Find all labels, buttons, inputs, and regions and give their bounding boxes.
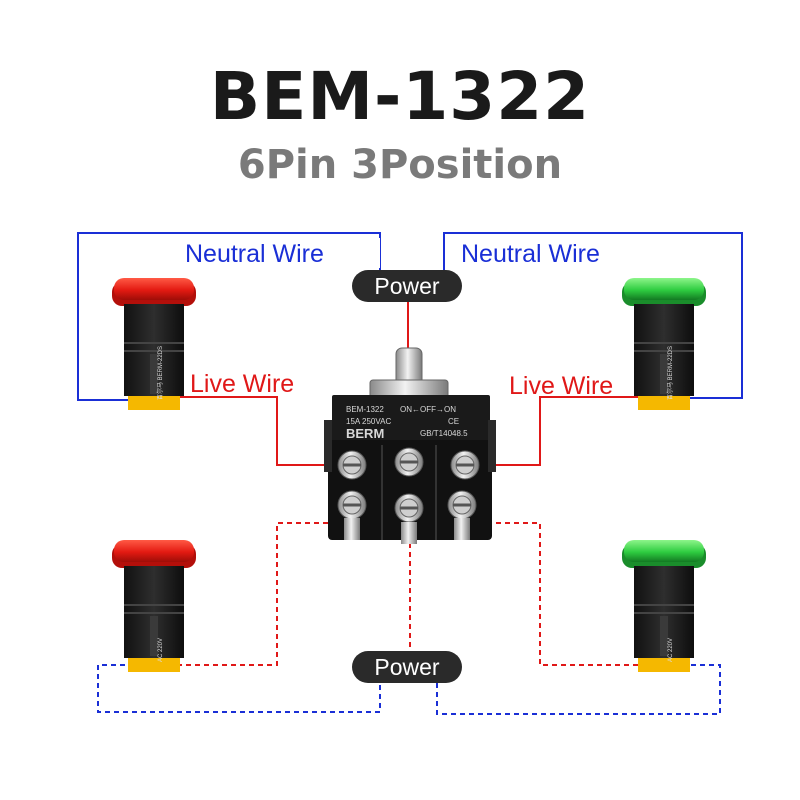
indicator-lamp-top-right: 百尔马 BERM-22DS [622, 278, 706, 410]
switch-standard-text: GB/T14048.5 [420, 429, 468, 438]
indicator-lamp-bottom-right: AC 220V [622, 540, 706, 672]
live-wire-right [465, 396, 638, 466]
live-wire-left [180, 396, 352, 466]
live-wire-bottom-right [462, 522, 638, 666]
neutral-wire-bottom-right [436, 664, 721, 715]
label-power-bottom: Power [374, 654, 440, 680]
terminal-screw-bottom-left [337, 490, 367, 520]
switch-brand-text: BERM [346, 426, 384, 441]
terminal-screw-bottom-center [394, 493, 424, 523]
terminal-screw-top-center [394, 447, 424, 477]
indicator-lamp-bottom-left: AC 220V [112, 540, 196, 672]
toggle-switch: BEM-1322 ON←OFF→ON 15A 250VAC CE BERM GB… [324, 347, 496, 544]
label-neutral-wire-left: Neutral Wire [185, 240, 324, 268]
lamp-marking-bottom-right: AC 220V [668, 638, 674, 662]
neutral-wire-right [443, 232, 743, 399]
switch-cert-text: CE [448, 417, 459, 426]
terminal-screw-bottom-right [447, 490, 477, 520]
lamp-marking-top-right: 百尔马 BERM-22DS [666, 346, 674, 400]
indicator-lamp-top-left: 百尔马 BERM-22DS [112, 278, 196, 410]
label-live-wire-left: Live Wire [190, 370, 294, 398]
product-subtitle: 6Pin 3Position [237, 142, 563, 188]
power-pill-bottom [352, 651, 462, 683]
lamp-marking-top-left: 百尔马 BERM-22DS [156, 346, 164, 400]
switch-model-text: BEM-1322 [346, 405, 384, 414]
switch-mode-text: ON←OFF→ON [400, 405, 456, 414]
label-live-wire-right: Live Wire [509, 372, 613, 400]
neutral-wire-bottom-left [97, 664, 381, 713]
switch-rating-text: 15A 250VAC [346, 417, 391, 426]
live-wire-bottom-left [177, 522, 352, 666]
power-pill-top [352, 270, 462, 302]
terminal-screw-top-right [450, 450, 480, 480]
switch-plate [332, 395, 490, 445]
lamp-marking-bottom-left: AC 220V [158, 638, 164, 662]
product-title: BEM-1322 [209, 58, 591, 135]
terminal-screw-top-left [337, 450, 367, 480]
label-neutral-wire-right: Neutral Wire [461, 240, 600, 268]
label-power-top: Power [374, 273, 440, 299]
